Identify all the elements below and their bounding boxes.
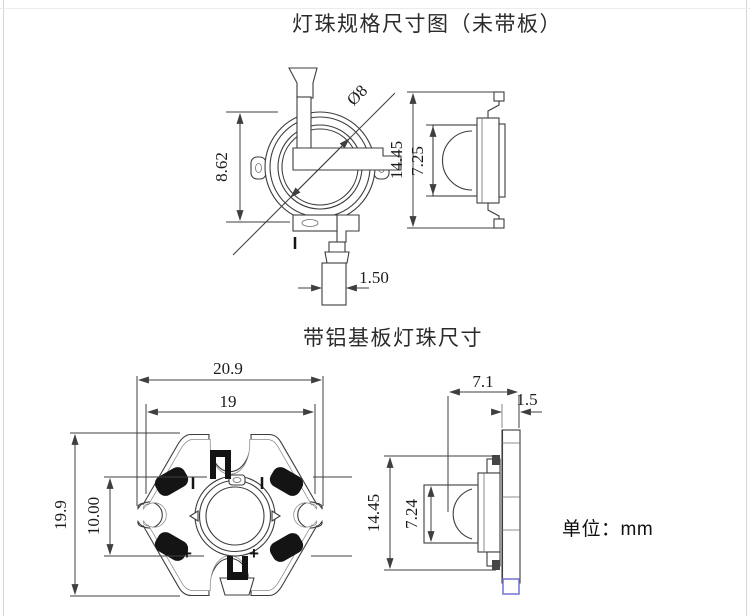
dim-inner-width: 19	[220, 392, 237, 411]
top-lead	[487, 101, 500, 118]
dim-lens-height: 7.24	[402, 499, 421, 529]
dim-body-height: 8.62	[212, 152, 231, 182]
dim-board-thickness: 1.5	[516, 390, 537, 409]
led-front-view: 8.62 Ø8 1.50	[212, 67, 402, 306]
top-section-title: 灯珠规格尺寸图（未带板）	[292, 13, 562, 36]
page-top-border	[0, 8, 750, 9]
polarity-plus-mark: +	[182, 544, 192, 563]
polarity-plus-mark: +	[249, 544, 259, 563]
lens-housing	[432, 124, 478, 197]
dim-lens-height: 7.25	[408, 146, 427, 176]
lens-housing	[423, 484, 479, 544]
page-right-border	[746, 0, 747, 616]
dim-overall-height: 19.9	[51, 500, 70, 530]
body-frame	[476, 117, 500, 204]
led-tab-left	[188, 510, 199, 522]
bottom-lead-taper	[324, 251, 350, 264]
pad-ne	[269, 467, 304, 496]
pad-sw	[154, 532, 189, 561]
bottom-tab-hole	[301, 219, 319, 227]
top-lead-flag	[288, 67, 318, 99]
terminal-top	[210, 450, 231, 479]
led-solder-tab-hole	[232, 477, 242, 483]
led-side-view: 14.45 7.25	[387, 91, 506, 229]
dim-overall-width: 20.9	[213, 359, 243, 378]
dim-overall-depth: 7.1	[472, 372, 493, 391]
units-label: 单位：mm	[562, 519, 654, 540]
led-solder-tab	[228, 474, 246, 486]
bottom-lead	[487, 203, 500, 220]
flange-hole-left	[255, 163, 262, 173]
back-plate	[498, 123, 506, 198]
lens-dome	[452, 488, 473, 540]
lead-tip-bottom	[492, 560, 500, 570]
bottom-lead-tip	[493, 218, 505, 229]
bottom-lead-strip	[321, 262, 347, 306]
lead-tip-top	[492, 455, 500, 465]
page-left-border	[3, 0, 4, 616]
bottom-step	[336, 214, 360, 243]
top-lead-tip	[493, 91, 505, 102]
left-flange	[250, 156, 267, 180]
pad-se	[269, 533, 304, 562]
dim-lens-diameter: Ø8	[343, 81, 371, 109]
led-tab-right	[271, 510, 282, 522]
lens-dome	[442, 130, 473, 191]
star-pcb-view: + + 20.9 19 19.9 10.00	[51, 359, 352, 597]
led-lens	[205, 486, 265, 546]
dim-lead-width: 1.50	[359, 268, 389, 287]
star-pcb-side-view: 7.1 1.5 14.45 7.24	[364, 372, 542, 595]
terminal-bottom	[227, 556, 248, 580]
bottom-section-title: 带铝基板灯珠尺寸	[303, 327, 483, 350]
terminal-bottom-foot	[219, 577, 255, 596]
board-bottom-connector	[502, 578, 520, 595]
dim-overall-height: 14.45	[364, 494, 383, 532]
board-edge	[501, 429, 521, 584]
bottom-tab	[292, 214, 338, 232]
dim-pad-pitch: 10.00	[84, 497, 103, 535]
bottom-lead-neck	[328, 241, 346, 254]
pad-nw	[154, 467, 189, 496]
dim-overall-height: 14.45	[387, 141, 406, 179]
top-lead-strip	[296, 96, 312, 151]
body-frame	[477, 472, 501, 553]
top-lead-plate	[292, 147, 402, 171]
